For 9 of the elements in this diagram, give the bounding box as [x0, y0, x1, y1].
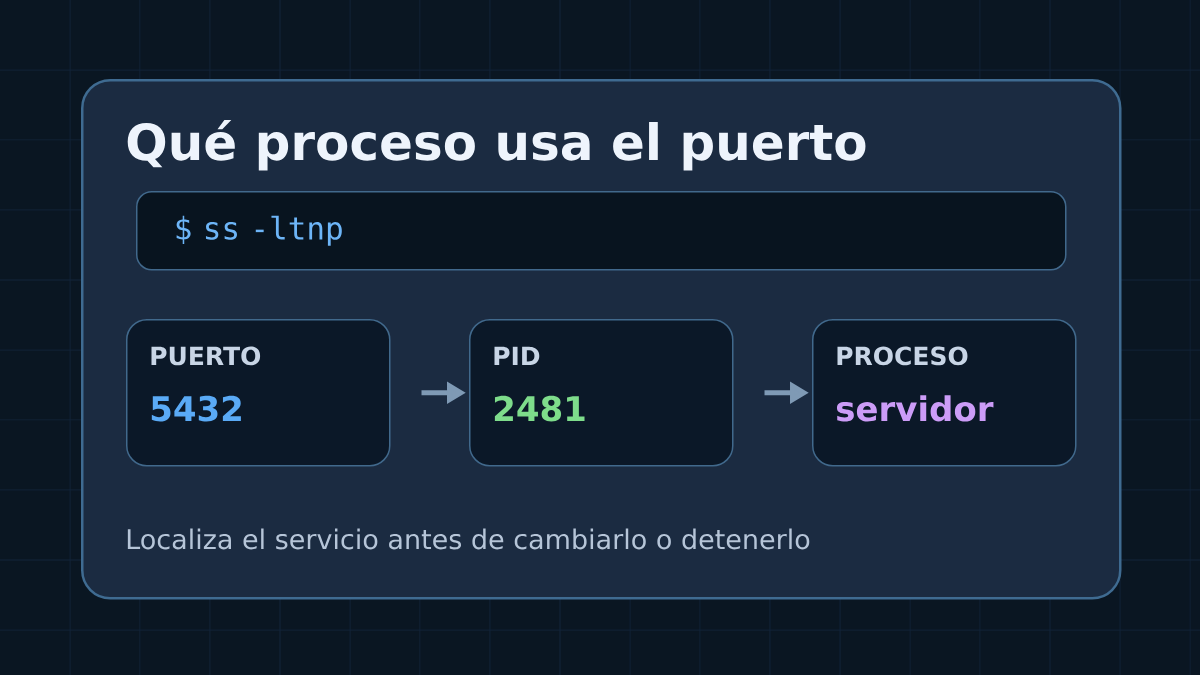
- field-label: PUERTO: [151, 346, 261, 366]
- command-box: $ ss -ltnp: [136, 191, 1067, 271]
- field-value: servidor: [836, 395, 994, 422]
- field-label: PROCESO: [837, 346, 968, 366]
- field-label: PID: [494, 346, 540, 365]
- heading: Qué proceso usa el puerto: [127, 120, 866, 171]
- field-value: 5432: [151, 395, 241, 422]
- field-value: 2481: [494, 395, 585, 422]
- note-text: Localiza el servicio antes de cambiarlo o detenerlo: [127, 528, 810, 550]
